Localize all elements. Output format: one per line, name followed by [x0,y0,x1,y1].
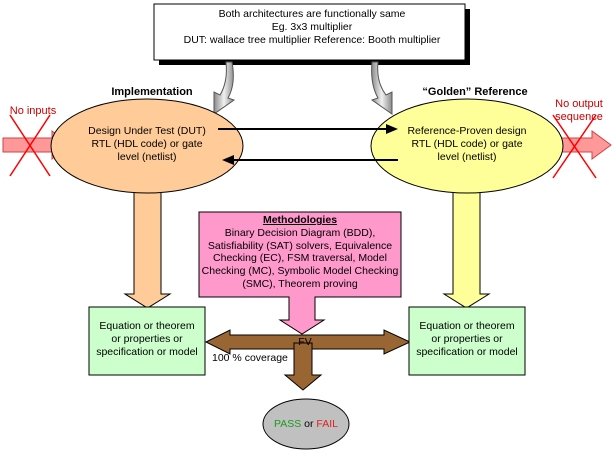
fail-label: FAIL [316,418,339,430]
no-output-line-2: sequence [555,111,603,124]
eq-left-line-1: Equation or theorem [99,320,195,332]
methodologies-line-2: Satisfiability (SAT) solvers, Equivalenc… [207,239,393,252]
implementation-heading: Implementation [111,86,193,98]
no-inputs-cross-b [9,114,51,177]
eq-right-text: Equation or theorem or properties or spe… [410,320,524,358]
ref-line-1: Reference-Proven design [407,125,527,137]
eq-right-line-3: specification or model [416,345,518,358]
eq-left-line-3: specification or model [96,345,198,358]
no-output-cross-b [552,114,597,179]
dut-to-ref-arrowhead [386,124,398,134]
ref-text: Reference-Proven design RTL (HDL code) o… [392,125,542,163]
ref-line-3: level (netlist) [437,150,497,163]
reference-heading: “Golden” Reference [422,86,528,98]
pass-label: PASS [273,418,302,430]
fv-label: FV [298,336,312,348]
ref-line-2: RTL (HDL code) or gate [411,137,523,150]
no-inputs-label: No inputs [9,105,57,117]
methodologies-line-3: Checking (EC), FSM traversal, Model [213,252,387,265]
eq-left-text: Equation or theorem or properties or spe… [90,320,204,358]
dut-ellipse [50,98,244,194]
connector-arrow-right [370,61,393,115]
result-ellipse [262,398,350,450]
ref-to-dut-arrowhead [222,155,234,165]
top-box [153,3,466,61]
dut-down-arrow [123,188,172,309]
dut-line-3: level (netlist) [117,150,177,163]
top-box-line-3: DUT: wallace tree multiplier Reference: … [183,34,441,47]
coverage-label: 100 % coverage [212,352,288,364]
eq-left-box [88,306,206,376]
methodologies-line-4: Checking (MC), Symbolic Model Checking [201,265,399,278]
dut-line-1: Design Under Test (DUT) [88,125,206,137]
ref-down-arrow [442,188,491,309]
methodologies-line-1: Binary Decision Diagram (BDD), [224,226,376,239]
eq-right-line-1: Equation or theorem [419,320,515,332]
no-output-label: No output sequence [548,98,610,124]
methodologies-box [198,211,402,335]
top-box-line-1: Both architectures are functionally same [218,8,406,20]
top-box-text: Both architectures are functionally same… [156,8,468,47]
connector-arrow-left [213,61,236,115]
fv-down-arrow [283,342,323,391]
ref-ellipse [370,98,564,194]
methodologies-title: Methodologies [262,214,338,226]
result-text: PASS or FAIL [262,418,350,431]
no-output-line-1: No output [555,98,603,110]
methodologies-text: Methodologies Binary Decision Diagram (B… [200,214,400,291]
dut-text: Design Under Test (DUT) RTL (HDL code) o… [72,125,222,163]
or-label: or [304,418,314,430]
methodologies-line-5: (SMC), Theorem proving [242,277,358,290]
dut-line-2: RTL (HDL code) or gate [91,137,203,150]
top-box-line-2: Eg. 3x3 multiplier [271,21,353,34]
eq-right-box [408,306,526,376]
eq-left-line-2: or properties or [111,332,183,345]
eq-right-line-2: or properties or [431,332,503,345]
